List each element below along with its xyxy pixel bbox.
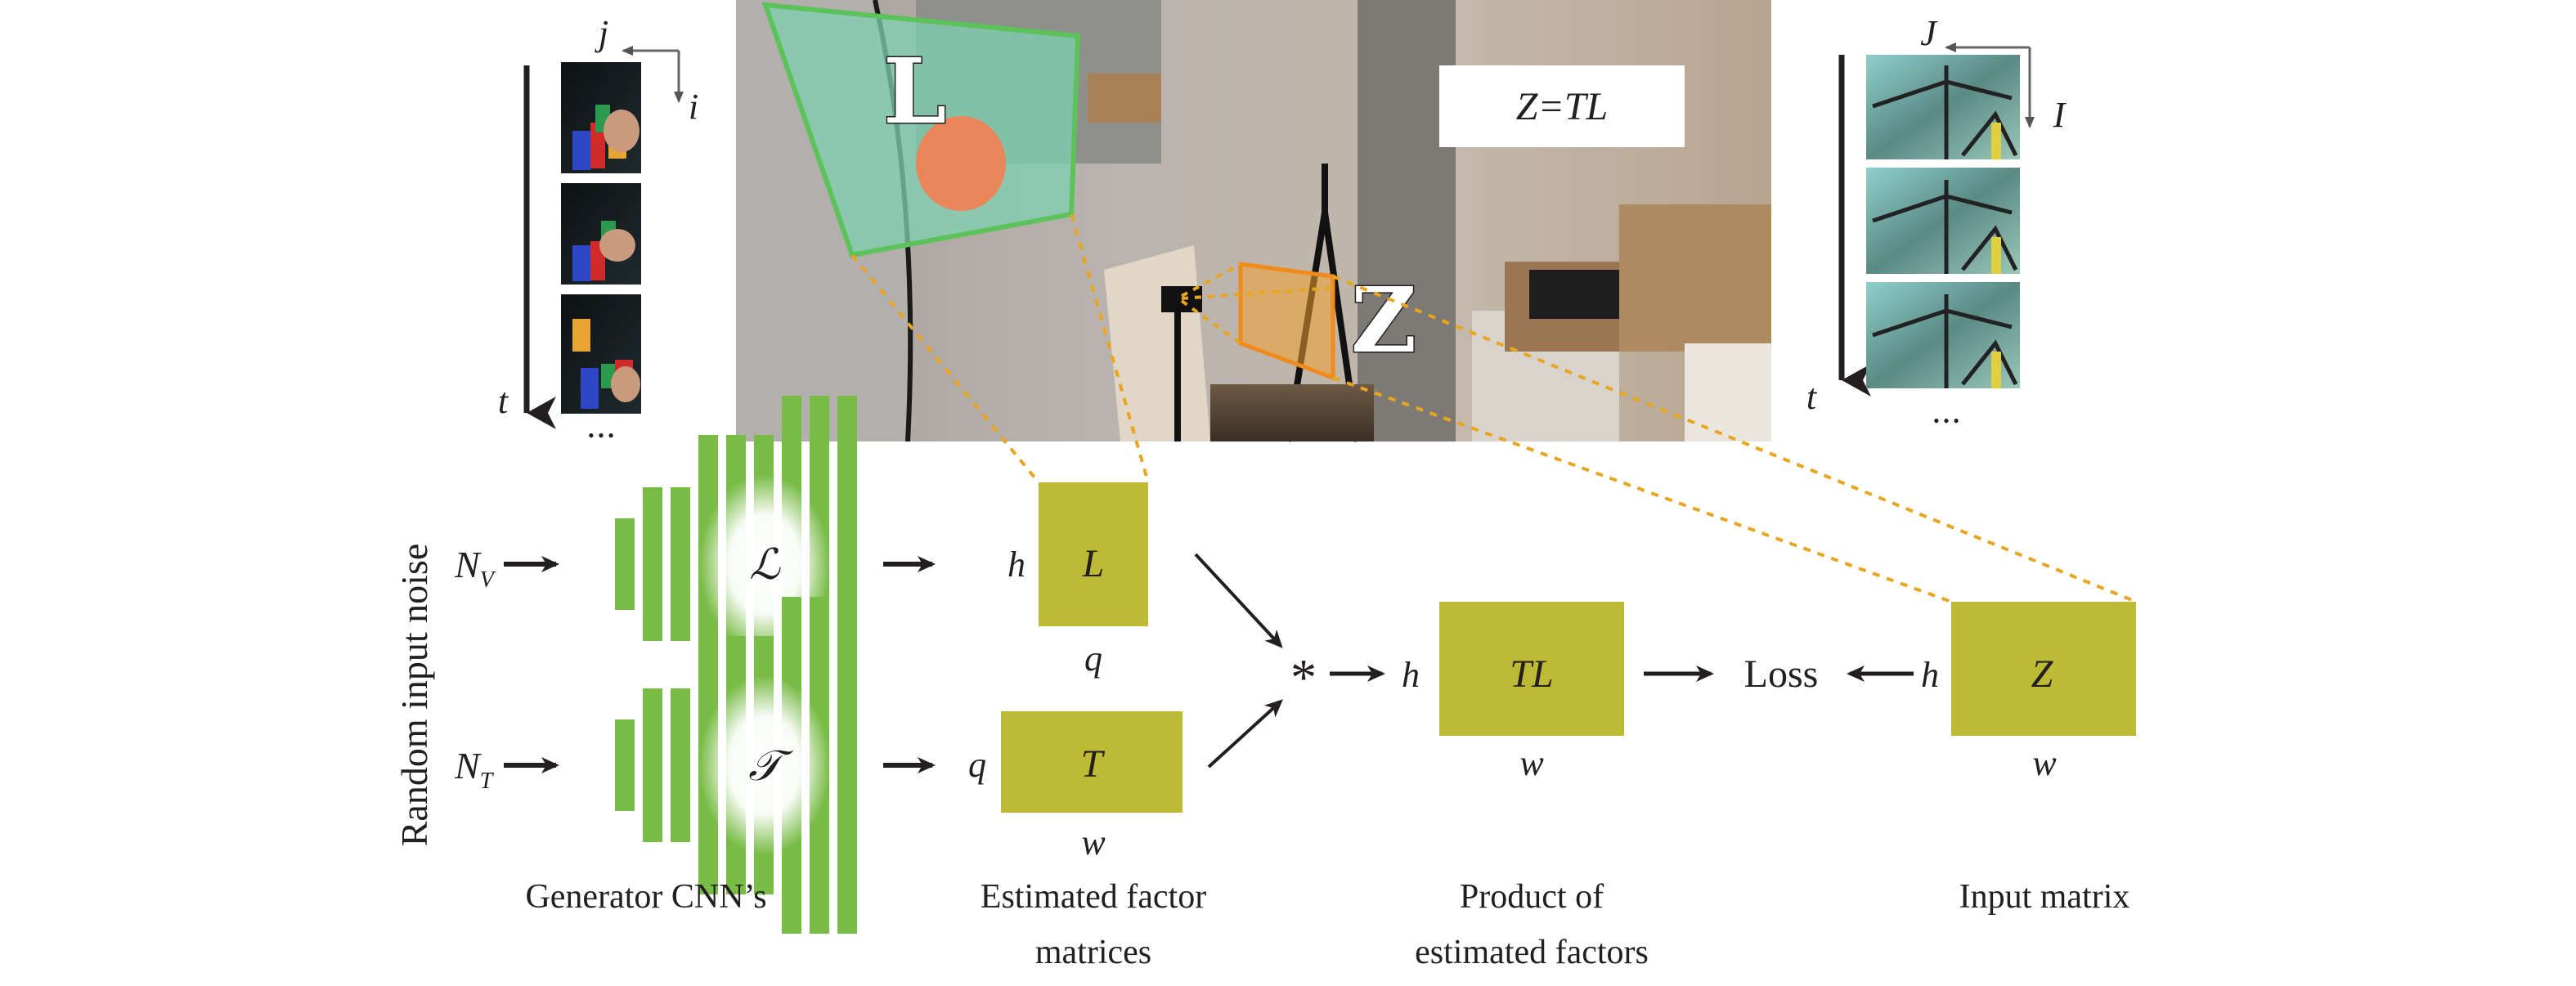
left-frame-stack: t j i • • • [498,13,698,446]
loss-label: Loss [1744,652,1819,696]
axis-label-j: j [595,13,608,53]
axis-label-I: I [2053,95,2067,135]
cnn-layer [615,719,635,811]
matrix-Z: Z h w [1921,602,2136,783]
equation-box [1439,65,1685,147]
generator-row: NV ℒ [454,396,936,733]
correspondence-lines [850,213,2137,603]
matrix-block [1039,482,1148,626]
dashed-line-L-right [1070,213,1150,483]
video-frame [1866,168,2020,274]
cnn-layer [615,518,635,610]
camera-frustum [1180,262,1334,345]
ellipsis: • • • [1933,410,1959,431]
dashed-line-Z-right [1332,275,2137,603]
matrix-rows-label: h [1008,545,1025,585]
caption-estimated-line1: Estimated factor [981,878,1206,916]
axis-label-J: J [1920,13,1938,53]
dashed-line-L-left [850,253,1040,484]
matrix-cols-label: w [1081,822,1106,863]
matrix-L: L h q [1008,482,1148,679]
matrix-name: TL [1510,652,1553,696]
axis-label-i: i [689,87,698,127]
video-frame [1866,282,2020,388]
floor [1210,384,1374,441]
matrix-cols-label: w [1519,743,1544,783]
matrix-block [1001,711,1183,813]
matrix-rows-label: h [1921,655,1939,695]
time-label: t [498,381,509,421]
matrix-T: T q w [968,711,1183,863]
camera [1161,286,1202,312]
arrow-L-to-product [1194,553,1283,648]
video-frame [561,183,641,285]
box [1088,74,1161,123]
matrix-block [1951,602,2136,736]
region-label: Z [1351,267,1416,373]
projection-label: L [883,38,946,144]
video-frame [561,62,641,173]
video-frame [1866,55,2020,159]
product-operator: * [1290,648,1317,706]
matrix-rows-label: q [968,745,986,785]
cnn-glow [699,675,830,855]
side-label: Random input noise [393,544,435,847]
matrix-cols-label: q [1084,639,1102,679]
caption-estimated-line2: matrices [1035,934,1151,971]
generator-symbol: ℒ [749,542,781,589]
noise-input-label: NV [454,544,496,593]
caption-product-line2: estimated factors [1415,934,1649,971]
caption-generator: Generator CNN’s [525,878,766,916]
matrix-rows-label: h [1402,655,1420,695]
right-frame-stack: t J I • • • [1806,13,2067,431]
matrix-cols-label: w [2032,743,2057,783]
cnn-layer [837,597,857,934]
equation-text: Z=TL [1516,85,1608,128]
matrix-block [1439,602,1624,736]
matrix-name: Z [2031,652,2054,696]
noise-input-label: NT [454,745,495,794]
projected-object [916,116,1006,211]
matrix-name: T [1081,742,1106,786]
time-label: t [1806,377,1818,417]
cnn-layer [643,688,662,842]
matrix-TL: TL h w [1402,602,1624,783]
equipment [1685,343,1771,441]
dashed-line-Z-left [1332,376,1952,603]
arrow-T-to-product [1207,699,1283,769]
white-board [1104,245,1210,441]
video-frame [561,294,641,414]
matrix-name: L [1082,542,1105,585]
cnn-layer [671,487,690,641]
ellipsis: • • • [588,425,614,446]
caption-input-matrix: Input matrix [1959,878,2130,916]
cardboard-boxes [1619,204,1771,352]
cnn-layer [643,487,662,641]
cnn-layer [671,688,690,842]
caption-product-line1: Product of [1460,878,1604,916]
scene-photo: L Z Z=TL [736,0,1771,442]
captions: Generator CNN’s Estimated factor matrice… [525,878,2129,971]
